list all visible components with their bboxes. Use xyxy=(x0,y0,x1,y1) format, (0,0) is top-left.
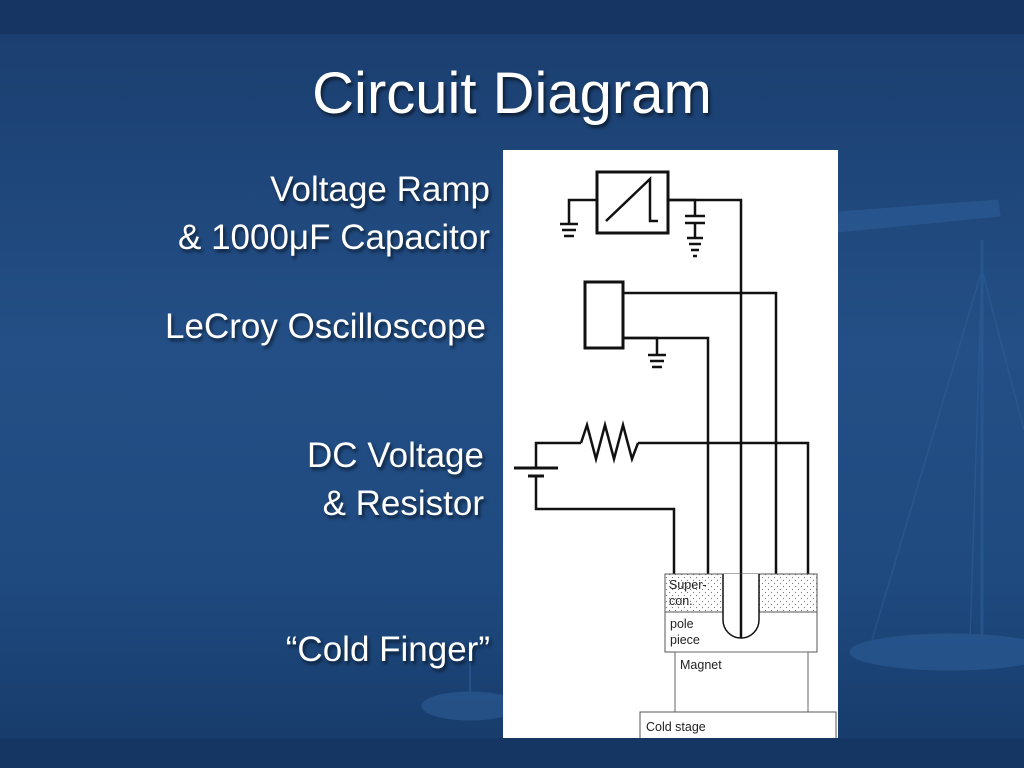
header-band xyxy=(0,0,1024,34)
voltage-ramp-label-line2: & 1000μF Capacitor xyxy=(178,218,490,257)
superconductor-label-line2: con. xyxy=(669,594,693,608)
slide-title: Circuit Diagram xyxy=(312,61,712,126)
voltage-ramp-label: Voltage Ramp & 1000μF Capacitor xyxy=(100,166,490,262)
cold-finger-label: “Cold Finger” xyxy=(100,626,490,674)
pole-piece-label-line2: piece xyxy=(670,633,700,647)
ramp-generator-symbol xyxy=(595,170,670,235)
dc-voltage-label-line1: DC Voltage xyxy=(306,436,484,475)
pole-piece-label-line1: pole xyxy=(670,617,694,631)
superconductor-label-line1: Super- xyxy=(669,578,707,592)
u-probe-loop xyxy=(722,574,760,639)
capacitor-symbol xyxy=(668,198,705,258)
resistor-symbol xyxy=(579,420,640,464)
voltage-ramp-label-line1: Voltage Ramp xyxy=(270,170,490,209)
circuit-schematic: Super- con. pole piece Magnet Cold stage xyxy=(514,170,837,746)
dc-voltage-label: DC Voltage & Resistor xyxy=(100,432,484,528)
resistor-wire xyxy=(638,441,810,574)
oscilloscope-symbol xyxy=(583,280,625,350)
footer-band xyxy=(0,738,1024,768)
magnet-label: Magnet xyxy=(680,658,722,672)
ramp-output-wire xyxy=(668,198,743,638)
cold-finger-label-text: “Cold Finger” xyxy=(285,630,490,669)
circuit-diagram: Super- con. pole piece Magnet Cold stage xyxy=(503,150,838,747)
ramp-ground-icon xyxy=(560,198,597,238)
cold-stage-label: Cold stage xyxy=(646,720,706,734)
dc-voltage-label-line2: & Resistor xyxy=(322,484,484,523)
oscilloscope-label: LeCroy Oscilloscope xyxy=(100,303,486,351)
dc-battery-symbol xyxy=(514,441,676,574)
oscilloscope-label-text: LeCroy Oscilloscope xyxy=(165,307,486,346)
oscilloscope-wires xyxy=(623,291,778,574)
oscilloscope-ground-icon xyxy=(623,336,666,369)
